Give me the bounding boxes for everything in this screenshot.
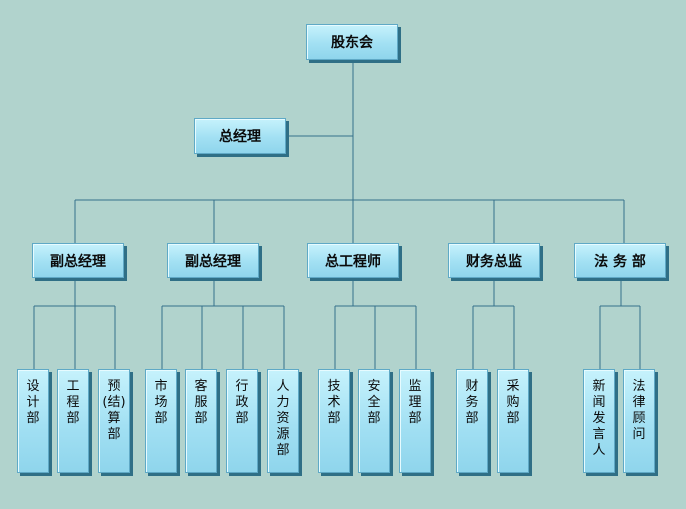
dept-legal-advisor-label: 法 律 顾 问: [632, 379, 646, 442]
dept-finance: 财 务 部: [456, 369, 488, 473]
vice-gm-node-2: 副总经理: [167, 243, 259, 278]
dept-finance-label: 财 务 部: [465, 379, 479, 426]
general-manager-node: 总经理: [194, 118, 286, 154]
dept-customer-service: 客 服 部: [185, 369, 217, 473]
dept-hr-label: 人 力 资 源 部: [276, 379, 290, 458]
dept-engineering: 工 程 部: [57, 369, 89, 473]
chief-engineer-node: 总工程师: [307, 243, 399, 278]
dept-spokesperson: 新 闻 发 言 人: [583, 369, 615, 473]
dept-engineering-label: 工 程 部: [66, 379, 80, 426]
dept-technology: 技 术 部: [318, 369, 350, 473]
dept-safety-label: 安 全 部: [367, 379, 381, 426]
cfo-label: 财务总监: [466, 253, 522, 270]
dept-supervision: 监 理 部: [399, 369, 431, 473]
dept-safety: 安 全 部: [358, 369, 390, 473]
board-node: 股东会: [306, 24, 398, 60]
legal-node: 法 务 部: [574, 243, 666, 278]
vice-gm-label-1: 副总经理: [50, 253, 106, 270]
dept-technology-label: 技 术 部: [327, 379, 341, 426]
dept-marketing-label: 市 场 部: [154, 379, 168, 426]
cfo-node: 财务总监: [448, 243, 540, 278]
board-label: 股东会: [331, 35, 373, 51]
vice-gm-label-2: 副总经理: [185, 253, 241, 270]
dept-customer-service-label: 客 服 部: [194, 379, 208, 426]
dept-purchasing-label: 采 购 部: [506, 379, 520, 426]
dept-design-label: 设 计 部: [26, 379, 40, 426]
dept-budget: 预 (结) 算 部: [98, 369, 130, 473]
dept-design: 设 计 部: [17, 369, 49, 473]
dept-spokesperson-label: 新 闻 发 言 人: [592, 379, 606, 458]
legal-label: 法 务 部: [594, 253, 646, 270]
dept-supervision-label: 监 理 部: [408, 379, 422, 426]
chief-engineer-label: 总工程师: [325, 253, 381, 270]
dept-legal-advisor: 法 律 顾 问: [623, 369, 655, 473]
dept-admin: 行 政 部: [226, 369, 258, 473]
dept-admin-label: 行 政 部: [235, 379, 249, 426]
dept-purchasing: 采 购 部: [497, 369, 529, 473]
dept-marketing: 市 场 部: [145, 369, 177, 473]
dept-hr: 人 力 资 源 部: [267, 369, 299, 473]
vice-gm-node-1: 副总经理: [32, 243, 124, 278]
dept-budget-label: 预 (结) 算 部: [102, 379, 126, 442]
general-manager-label: 总经理: [219, 129, 261, 145]
